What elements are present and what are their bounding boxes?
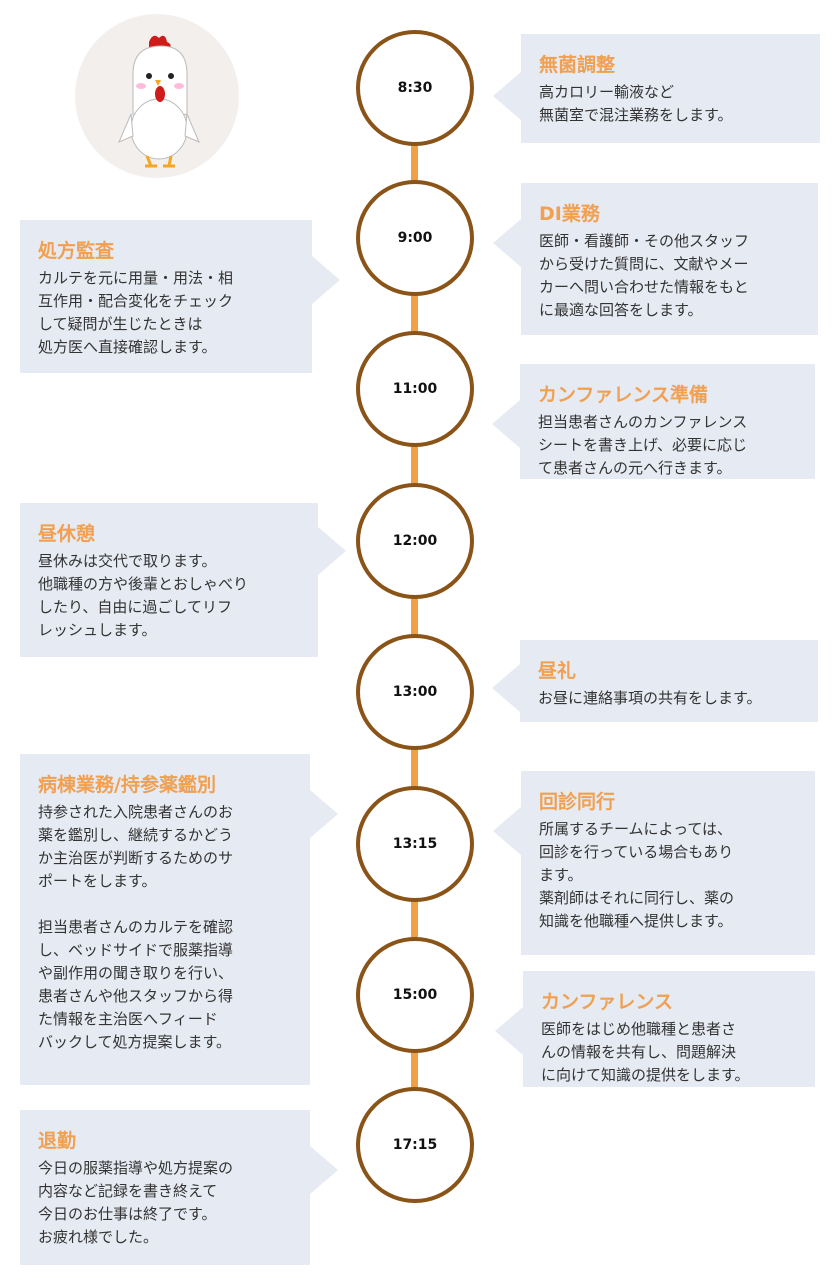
chicken-mascot-icon bbox=[75, 14, 239, 178]
card-body: 担当患者さんのカンファレンス シートを書き上げ、必要に応じ て患者さんの元へ行き… bbox=[538, 413, 748, 477]
schedule-card: カンファレンス準備担当患者さんのカンファレンス シートを書き上げ、必要に応じ て… bbox=[520, 364, 815, 479]
schedule-card: 無菌調整高カロリー輸液など 無菌室で混注業務をします。 bbox=[521, 34, 820, 143]
callout-arrow bbox=[493, 219, 521, 267]
time-circle: 11:00 bbox=[356, 331, 474, 447]
card-title: 退勤 bbox=[38, 1130, 77, 1152]
time-circle: 13:00 bbox=[356, 634, 474, 750]
time-label: 9:00 bbox=[397, 230, 433, 246]
schedule-card: 病棟業務/持参薬鑑別持参された入院患者さんのお 薬を鑑別し、継続するかどう か主… bbox=[20, 754, 310, 1085]
card-title: カンファレンス準備 bbox=[538, 384, 709, 406]
card-body: 高カロリー輸液など 無菌室で混注業務をします。 bbox=[539, 83, 733, 124]
card-body: 医師をはじめ他職種と患者さ んの情報を共有し、問題解決 に向けて知識の提供をしま… bbox=[541, 1020, 750, 1084]
callout-arrow bbox=[495, 1007, 523, 1055]
schedule-card: 昼休憩昼休みは交代で取ります。 他職種の方や後輩とおしゃべり したり、自由に過ご… bbox=[20, 503, 318, 657]
timeline-line bbox=[411, 90, 418, 1150]
card-body: カルテを元に用量・用法・相 互作用・配合変化をチェック して疑問が生じたときは … bbox=[38, 269, 234, 356]
time-circle: 13:15 bbox=[356, 786, 474, 902]
time-label: 17:15 bbox=[392, 1137, 438, 1153]
schedule-card: 処方監査カルテを元に用量・用法・相 互作用・配合変化をチェック して疑問が生じた… bbox=[20, 220, 312, 373]
time-label: 13:00 bbox=[392, 684, 438, 700]
card-title: 処方監査 bbox=[38, 240, 115, 262]
card-title: 無菌調整 bbox=[539, 54, 616, 76]
card-body: 昼休みは交代で取ります。 他職種の方や後輩とおしゃべり したり、自由に過ごしてリ… bbox=[38, 552, 249, 639]
callout-arrow bbox=[312, 256, 340, 304]
time-circle: 9:00 bbox=[356, 180, 474, 296]
card-title: DI業務 bbox=[539, 203, 600, 225]
time-label: 15:00 bbox=[392, 987, 438, 1003]
schedule-card: カンファレンス医師をはじめ他職種と患者さ んの情報を共有し、問題解決 に向けて知… bbox=[523, 971, 815, 1087]
callout-arrow bbox=[492, 664, 520, 712]
card-body: 医師・看護師・その他スタッフ から受けた質問に、文献やメー カーへ問い合わせた情… bbox=[539, 232, 750, 319]
time-circle: 12:00 bbox=[356, 483, 474, 599]
callout-arrow bbox=[493, 807, 521, 855]
time-label: 13:15 bbox=[392, 836, 438, 852]
card-title: 昼礼 bbox=[538, 660, 577, 682]
card-body: 持参された入院患者さんのお 薬を鑑別し、継続するかどう か主治医が判断するための… bbox=[38, 803, 234, 1051]
callout-arrow bbox=[310, 1146, 338, 1194]
schedule-card: DI業務医師・看護師・その他スタッフ から受けた質問に、文献やメー カーへ問い合… bbox=[521, 183, 818, 335]
card-title: 病棟業務/持参薬鑑別 bbox=[38, 774, 216, 796]
card-title: カンファレンス bbox=[541, 991, 674, 1013]
card-title: 昼休憩 bbox=[38, 523, 96, 545]
callout-arrow bbox=[493, 72, 521, 120]
schedule-card: 退勤今日の服薬指導や処方提案の 内容など記録を書き終えて 今日のお仕事は終了です… bbox=[20, 1110, 310, 1265]
schedule-card: 回診同行所属するチームによっては、 回診を行っている場合もあり ます。 薬剤師は… bbox=[521, 771, 815, 955]
callout-arrow bbox=[492, 400, 520, 448]
time-circle: 8:30 bbox=[356, 30, 474, 146]
card-body: 今日の服薬指導や処方提案の 内容など記録を書き終えて 今日のお仕事は終了です。 … bbox=[38, 1159, 234, 1246]
card-title: 回診同行 bbox=[539, 791, 616, 813]
time-label: 8:30 bbox=[397, 80, 433, 96]
time-label: 11:00 bbox=[392, 381, 438, 397]
card-body: 所属するチームによっては、 回診を行っている場合もあり ます。 薬剤師はそれに同… bbox=[539, 820, 735, 930]
time-label: 12:00 bbox=[392, 533, 438, 549]
time-circle: 15:00 bbox=[356, 937, 474, 1053]
callout-arrow bbox=[318, 527, 346, 575]
callout-arrow bbox=[310, 790, 338, 838]
schedule-card: 昼礼お昼に連絡事項の共有をします。 bbox=[520, 640, 818, 722]
card-body: お昼に連絡事項の共有をします。 bbox=[538, 689, 762, 707]
time-circle: 17:15 bbox=[356, 1087, 474, 1203]
